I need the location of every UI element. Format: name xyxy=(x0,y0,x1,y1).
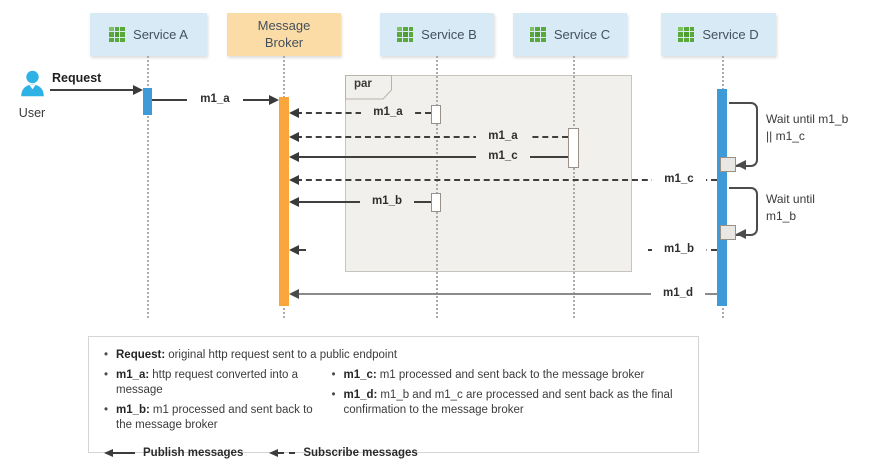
lifeline-service-c xyxy=(573,56,575,318)
activation-service-c xyxy=(568,128,579,168)
node-label: Service D xyxy=(702,27,759,42)
arrowhead-left-icon xyxy=(289,197,299,207)
activation-service-b-1 xyxy=(431,105,441,124)
legend-arrow-key: Publish messages Subscribe messages xyxy=(104,447,684,459)
message-line-request xyxy=(50,89,138,91)
subscribe-label: Subscribe messages xyxy=(303,446,418,459)
activation-service-b-2 xyxy=(431,193,441,212)
arrowhead-right-icon xyxy=(133,85,143,95)
message-label-m1c: m1_c xyxy=(476,149,530,163)
node-service-d: Service D xyxy=(661,13,776,56)
green-grid-icon xyxy=(678,26,695,43)
arrowhead-left-icon xyxy=(289,108,299,118)
message-label-m1d: m1_d xyxy=(651,286,705,300)
lifeline-service-b xyxy=(436,56,438,318)
actor-label: User xyxy=(18,106,46,120)
subscribe-arrow-icon xyxy=(269,448,279,457)
node-label: Service C xyxy=(553,27,611,42)
arrowhead-left-icon xyxy=(289,245,299,255)
legend-item-m1a: m1_a:http request converted into a messa… xyxy=(104,368,317,398)
arrowhead-right-icon xyxy=(269,95,279,105)
wait-bracket-2-arrow-icon xyxy=(736,229,746,239)
node-service-b: Service B xyxy=(380,13,494,56)
green-grid-icon xyxy=(529,26,546,43)
message-label-m1b: m1_b xyxy=(360,194,414,208)
arrowhead-left-icon xyxy=(289,175,299,185)
message-line-m1d-publish xyxy=(296,293,717,295)
legend-item-request: Request:original http request sent to a … xyxy=(104,348,684,363)
arrowhead-left-icon xyxy=(289,132,299,142)
arrowhead-left-icon xyxy=(289,152,299,162)
node-service-a: Service A xyxy=(90,13,207,56)
message-label-m1b: m1_b xyxy=(652,242,706,256)
wait-bracket-1-arrow-icon xyxy=(736,160,746,170)
legend-item-m1c: m1_c:m1 processed and sent back to the m… xyxy=(331,368,684,383)
message-label-m1a: m1_a xyxy=(187,92,243,106)
message-label-m1c: m1_c xyxy=(652,172,706,186)
green-grid-icon xyxy=(109,26,126,43)
message-label-m1a: m1_a xyxy=(361,105,415,119)
node-label: Service B xyxy=(421,27,477,42)
message-label-request: Request xyxy=(52,71,102,85)
message-line-m1c-subscribe-d xyxy=(296,179,717,181)
wait-handle-2 xyxy=(720,225,736,240)
legend-box: Request:original http request sent to a … xyxy=(88,336,699,459)
par-fragment-label: par xyxy=(354,78,372,90)
node-service-c: Service C xyxy=(513,13,627,56)
wait-handle-1 xyxy=(720,157,736,172)
activation-service-d xyxy=(717,89,727,306)
node-message-broker: Message Broker xyxy=(227,13,341,56)
message-line-m1b-subscribe-stub xyxy=(296,249,306,251)
activation-message-broker xyxy=(279,97,289,306)
publish-arrow-icon xyxy=(104,448,113,457)
arrowhead-left-icon xyxy=(289,289,299,299)
message-line-m1c-publish xyxy=(296,156,568,158)
user-person-icon xyxy=(20,70,44,97)
legend-item-m1d: m1_d:m1_b and m1_c are processed and sen… xyxy=(331,388,684,418)
message-line-m1a-subscribe-c xyxy=(296,136,568,138)
publish-label: Publish messages xyxy=(143,446,244,459)
wait-annotation-2: Wait until m1_b xyxy=(766,192,815,224)
activation-service-a xyxy=(143,88,152,115)
legend-item-m1b: m1_b:m1 processed and sent back to the m… xyxy=(104,403,317,433)
node-label: Message Broker xyxy=(257,18,311,50)
green-grid-icon xyxy=(397,26,414,43)
message-label-m1a: m1_a xyxy=(476,129,530,143)
actor-user: User xyxy=(15,70,49,120)
node-label: Service A xyxy=(133,27,188,42)
lifeline-service-a xyxy=(147,56,149,318)
par-fragment-tab: par xyxy=(345,75,393,105)
wait-annotation-1: Wait until m1_b || m1_c xyxy=(766,112,849,144)
